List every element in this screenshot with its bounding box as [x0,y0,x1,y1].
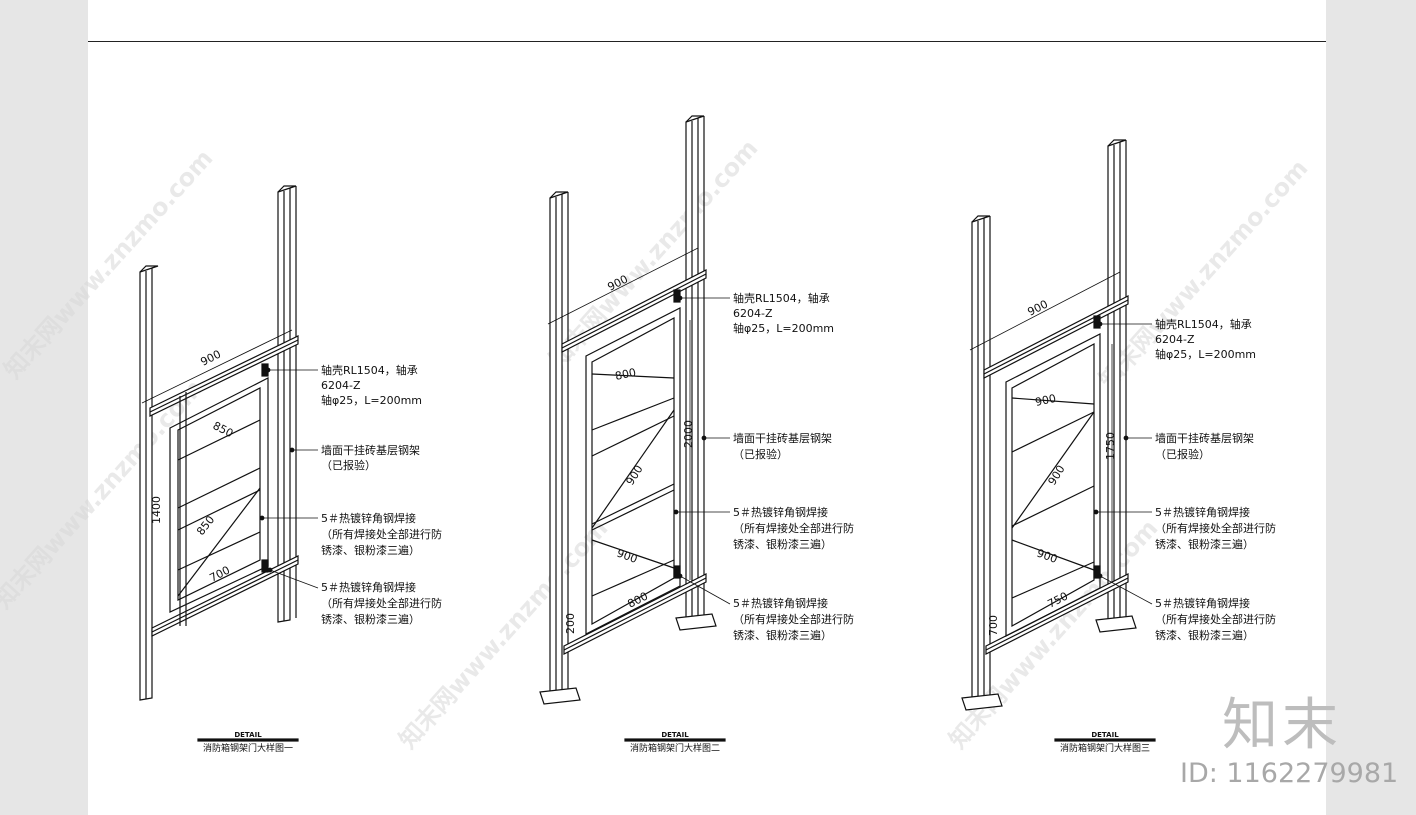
callout-weld1-line2: （所有焊接处全部进行防 [733,521,854,535]
caption-title: 消防箱钢架门大样图一 [203,742,293,754]
callout-bearing-line2: 6204-Z [733,307,773,320]
dim-diagonal: 850 [194,513,217,538]
dim-height: 1400 [150,496,163,524]
watermark-text: 知末网www.znzmo.com [0,374,209,614]
callout-weld1-line1: 5＃热镀锌角钢焊接 [321,511,416,525]
caption-underlines [197,738,1156,742]
callout-weld2-line1: 5＃热镀锌角钢焊接 [1155,596,1250,610]
callout-weld1-line3: 锈漆、银粉漆三遍） [733,537,832,551]
steel-frames [139,115,1156,742]
callout-frame-line2: （已报验） [1155,447,1210,461]
watermark-text: 知末网www.znzmo.com [394,514,614,754]
detail-3-geometry [961,139,1137,711]
caption-title: 消防箱钢架门大样图三 [1060,742,1150,754]
dim-inner: 900 [1034,392,1057,409]
caption-detail: DETAIL [1091,731,1119,739]
caption-title: 消防箱钢架门大样图二 [630,742,720,754]
callout-weld1-line3: 锈漆、银粉漆三遍） [321,543,420,557]
callout-weld1-line1: 5＃热镀锌角钢焊接 [733,505,828,519]
callout-weld2-line2: （所有焊接处全部进行防 [733,612,854,626]
callout-weld1-line2: （所有焊接处全部进行防 [321,527,442,541]
leader-lines [259,295,1153,605]
dim-bottom: 700 [207,564,232,585]
dim-width: 900 [1025,298,1050,319]
dim-diagonal: 900 [624,463,646,488]
detail-2-text: 900 800 900 900 800 2000 200 轴壳RL1504，轴承… [564,273,854,754]
dim-bottom: 900 [615,547,639,566]
callout-weld2-line3: 锈漆、银粉漆三遍） [321,612,420,626]
dim-diagonal: 900 [1046,463,1068,488]
callout-frame-line1: 墙面干挂砖基层钢架 [1155,431,1254,445]
callout-bearing-line2: 6204-Z [1155,333,1195,346]
callout-weld1-line1: 5＃热镀锌角钢焊接 [1155,505,1250,519]
image-id-label: ID: 1162279981 [1180,758,1399,789]
callout-bearing-line3: 轴φ25，L=200mm [1155,347,1256,361]
dim-height: 1750 [1104,432,1117,460]
dim-height: 2000 [682,420,695,448]
dim-base: 200 [564,613,577,634]
callout-weld2-line2: （所有焊接处全部进行防 [1155,612,1276,626]
sheet-border-line [88,41,1326,42]
callout-weld2-line3: 锈漆、银粉漆三遍） [733,628,832,642]
dim-bottom: 900 [1035,547,1059,566]
detail-2-geometry [539,115,717,705]
dim-inner: 850 [211,419,236,440]
callout-frame-line1: 墙面干挂砖基层钢架 [733,431,832,445]
watermark-logo: 知末 [1222,693,1342,758]
callout-bearing-line1: 轴壳RL1504，轴承 [1155,317,1252,331]
callout-weld1-line3: 锈漆、银粉漆三遍） [1155,537,1254,551]
dim-base: 700 [987,615,1000,636]
callout-weld1-line2: （所有焊接处全部进行防 [1155,521,1276,535]
callout-frame-line2: （已报验） [733,447,788,461]
callout-bearing-line1: 轴壳RL1504，轴承 [733,291,830,305]
callout-bearing-line3: 轴φ25，L=200mm [733,321,834,335]
callout-weld2-line3: 锈漆、银粉漆三遍） [1155,628,1254,642]
callout-frame-line2: （已报验） [321,458,376,472]
callout-bearing-line1: 轴壳RL1504，轴承 [321,363,418,377]
callout-bearing-line3: 轴φ25，L=200mm [321,393,422,407]
callout-frame-line1: 墙面干挂砖基层钢架 [321,443,420,457]
callout-bearing-line2: 6204-Z [321,379,361,392]
callout-weld2-line1: 5＃热镀锌角钢焊接 [321,580,416,594]
callout-weld2-line2: （所有焊接处全部进行防 [321,596,442,610]
caption-detail: DETAIL [234,731,262,739]
callout-weld2-line1: 5＃热镀锌角钢焊接 [733,596,828,610]
detail-1-geometry [139,185,299,701]
watermark-text: 知末网www.znzmo.com [0,144,219,384]
dim-inner: 800 [614,366,637,383]
caption-detail: DETAIL [661,731,689,739]
detail-3-text: 900 900 900 900 750 1750 700 轴壳RL1504，轴承… [987,298,1276,754]
